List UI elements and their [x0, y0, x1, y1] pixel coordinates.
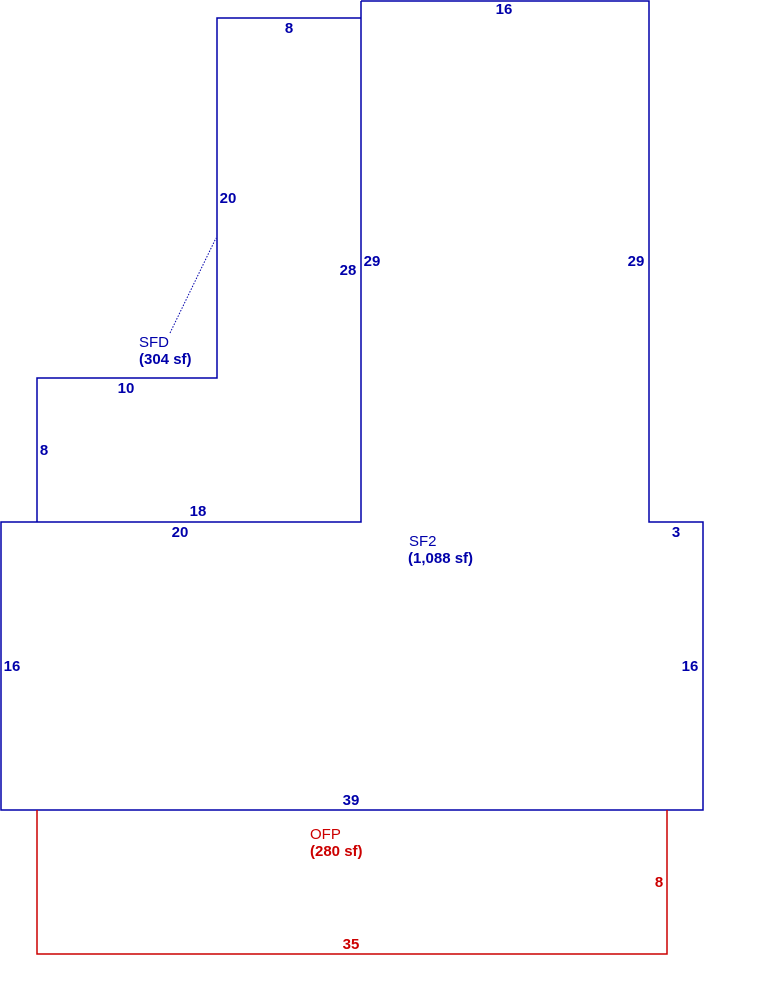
sfd-outline	[36, 17, 361, 522]
dim-sf2-bottom: 39	[343, 792, 360, 809]
area-label-sf2-name: SF2	[409, 533, 437, 550]
area-label-sf2-size: (1,088 sf)	[408, 550, 473, 567]
dim-sf2-right-lower: 16	[682, 658, 699, 675]
area-label-sfd-name: SFD	[139, 334, 169, 351]
dim-sf2-step-right: 3	[672, 524, 680, 541]
dim-sfd-bottom: 18	[190, 503, 207, 520]
area-label-ofp-name: OFP	[310, 826, 341, 843]
area-label-sfd-size: (304 sf)	[139, 351, 192, 368]
area-label-ofp-size: (280 sf)	[310, 843, 363, 860]
dim-sfd-lower-left: 8	[40, 442, 48, 459]
dim-ofp-right: 8	[655, 874, 663, 891]
dim-sf2-right-upper: 29	[628, 253, 645, 270]
sfd-label-leader-line	[169, 237, 217, 334]
sf2-outline	[0, 0, 704, 811]
dim-sfd-mid-ledge: 10	[118, 380, 135, 397]
dim-sfd-top: 8	[285, 20, 293, 37]
ofp-outline	[36, 810, 668, 955]
dim-ofp-bottom: 35	[343, 936, 360, 953]
dim-sfd-right: 28	[340, 262, 357, 279]
dim-sf2-left-lower: 16	[4, 658, 21, 675]
dim-sfd-upper-left: 20	[220, 190, 237, 207]
dim-sf2-top: 16	[496, 1, 513, 18]
dim-sf2-step-left: 20	[172, 524, 189, 541]
dim-sf2-left-upper: 29	[364, 253, 381, 270]
